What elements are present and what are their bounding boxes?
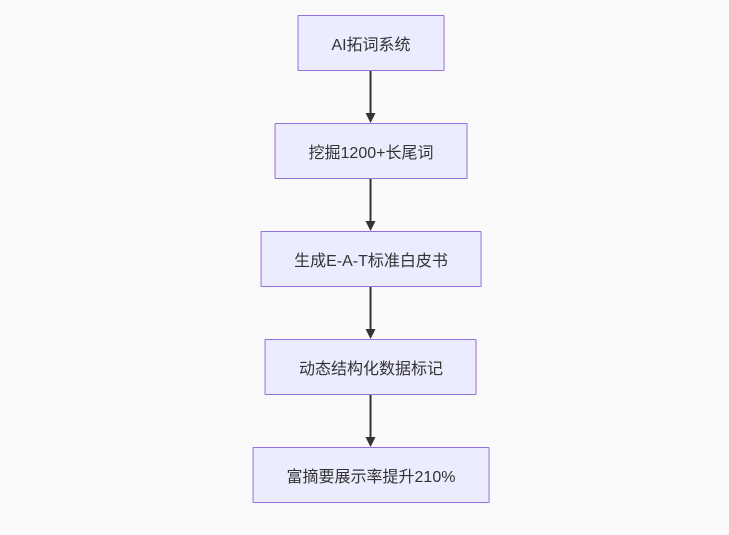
flow-node-ai-word-expansion: AI拓词系统 bbox=[297, 15, 445, 71]
arrow-down-icon bbox=[366, 287, 376, 339]
flow-node-longtail-keywords: 挖掘1200+长尾词 bbox=[274, 123, 468, 179]
flowchart-column: AI拓词系统 挖掘1200+长尾词 生成E-A-T标准白皮书 动态结构化数据标记 bbox=[252, 15, 490, 503]
flow-node-label: 动态结构化数据标记 bbox=[298, 361, 443, 378]
arrow-down-icon bbox=[366, 179, 376, 231]
flow-node-label: 富摘要展示率提升210% bbox=[286, 469, 456, 486]
flow-node-structured-data-markup: 动态结构化数据标记 bbox=[264, 339, 477, 395]
flow-node-eat-whitepaper: 生成E-A-T标准白皮书 bbox=[260, 231, 482, 287]
flow-node-label: AI拓词系统 bbox=[331, 37, 411, 54]
arrow-down-icon bbox=[366, 395, 376, 447]
flow-node-label: 生成E-A-T标准白皮书 bbox=[294, 253, 448, 270]
flow-node-label: 挖掘1200+长尾词 bbox=[308, 145, 434, 162]
arrow-down-icon bbox=[366, 71, 376, 123]
flow-node-rich-snippet-rate: 富摘要展示率提升210% bbox=[252, 447, 490, 503]
